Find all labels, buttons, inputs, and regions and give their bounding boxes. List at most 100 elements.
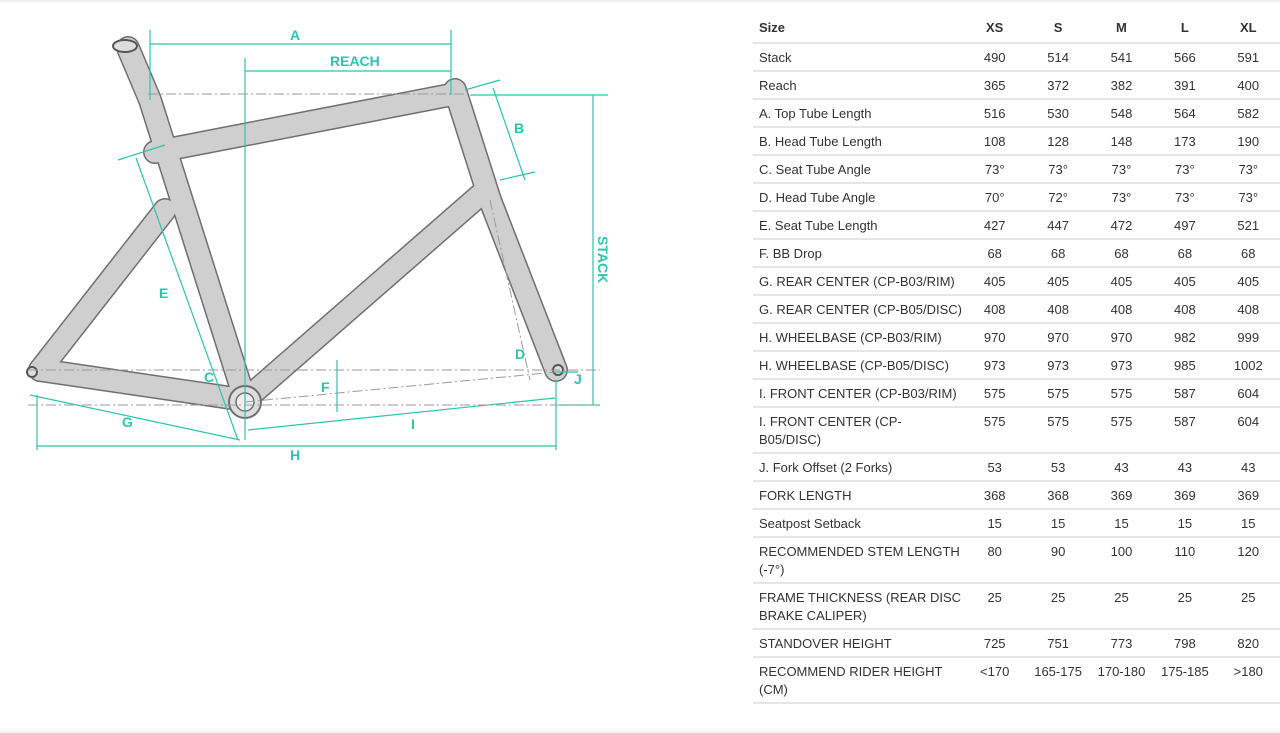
cell-value: 120	[1216, 537, 1280, 584]
cell-value: 68	[1153, 239, 1217, 268]
cell-value: 382	[1089, 71, 1154, 100]
cell-value: 604	[1216, 407, 1280, 454]
cell-value: 999	[1216, 323, 1280, 352]
cell-value: 516	[963, 99, 1027, 128]
row-label: G. REAR CENTER (CP-B05/DISC)	[753, 295, 963, 324]
cell-value: 368	[1026, 481, 1090, 510]
cell-value: 408	[1153, 295, 1217, 324]
cell-value: 587	[1153, 407, 1217, 454]
cell-value: 521	[1216, 211, 1280, 240]
cell-value: 400	[1216, 71, 1280, 100]
cell-value: 575	[1026, 379, 1090, 408]
header-l: L	[1153, 14, 1217, 44]
cell-value: 90	[1026, 537, 1090, 584]
cell-value: >180	[1216, 657, 1280, 704]
table-row: FRAME THICKNESS (REAR DISC BRAKE CALIPER…	[753, 583, 1280, 630]
cell-value: 25	[1089, 583, 1154, 630]
cell-value: 73°	[1089, 155, 1154, 184]
row-label: H. WHEELBASE (CP-B03/RIM)	[753, 323, 963, 352]
row-label: B. Head Tube Length	[753, 127, 963, 156]
cell-value: 170-180	[1089, 657, 1154, 704]
cell-value: 820	[1216, 629, 1280, 658]
cell-value: 53	[1026, 453, 1090, 482]
cell-value: 566	[1153, 43, 1217, 72]
label-b: B	[514, 120, 524, 136]
cell-value: 497	[1153, 211, 1217, 240]
cell-value: 68	[1026, 239, 1090, 268]
cell-value: 405	[1026, 267, 1090, 296]
cell-value: 751	[1026, 629, 1090, 658]
cell-value: 25	[1153, 583, 1217, 630]
dimension-lines	[29, 30, 608, 450]
cell-value: 108	[963, 127, 1027, 156]
cell-value: 15	[1089, 509, 1154, 538]
cell-value: 68	[963, 239, 1027, 268]
cell-value: 490	[963, 43, 1027, 72]
row-label: RECOMMENDED STEM LENGTH (-7°)	[753, 537, 963, 584]
cell-value: 15	[1026, 509, 1090, 538]
cell-value: 973	[963, 351, 1027, 380]
cell-value: 973	[1026, 351, 1090, 380]
row-label: G. REAR CENTER (CP-B03/RIM)	[753, 267, 963, 296]
frame-geometry-diagram: A REACH B STACK C D E F G H I J	[26, 27, 611, 463]
cell-value: 100	[1089, 537, 1154, 584]
bike-frame	[26, 36, 568, 419]
cell-value: 970	[1089, 323, 1154, 352]
cell-value: 973	[1089, 351, 1154, 380]
cell-value: 80	[963, 537, 1027, 584]
cell-value: 530	[1026, 99, 1090, 128]
cell-value: 73°	[1153, 183, 1217, 212]
cell-value: 128	[1026, 127, 1090, 156]
cell-value: 372	[1026, 71, 1090, 100]
cell-value: 175-185	[1153, 657, 1217, 704]
row-label: H. WHEELBASE (CP-B05/DISC)	[753, 351, 963, 380]
row-label: E. Seat Tube Length	[753, 211, 963, 240]
label-f: F	[321, 379, 330, 395]
cell-value: 575	[1089, 379, 1154, 408]
label-e: E	[159, 285, 168, 301]
cell-value: 1002	[1216, 351, 1280, 380]
header-m: M	[1089, 14, 1154, 44]
row-label: FRAME THICKNESS (REAR DISC BRAKE CALIPER…	[753, 583, 963, 630]
cell-value: 427	[963, 211, 1027, 240]
row-label: D. Head Tube Angle	[753, 183, 963, 212]
cell-value: 604	[1216, 379, 1280, 408]
cell-value: 970	[963, 323, 1027, 352]
cell-value: 798	[1153, 629, 1217, 658]
cell-value: 73°	[1089, 183, 1154, 212]
cell-value: 15	[1153, 509, 1217, 538]
cell-value: 575	[963, 379, 1027, 408]
row-label: I. FRONT CENTER (CP-B05/DISC)	[753, 407, 963, 454]
row-label: Stack	[753, 43, 963, 72]
cell-value: 70°	[963, 183, 1027, 212]
cell-value: 15	[1216, 509, 1280, 538]
label-stack: STACK	[595, 236, 611, 283]
cell-value: 72°	[1026, 183, 1090, 212]
header-xl: XL	[1216, 14, 1280, 44]
cell-value: 725	[963, 629, 1027, 658]
cell-value: 541	[1089, 43, 1154, 72]
cell-value: 369	[1089, 481, 1154, 510]
cell-value: 73°	[1216, 155, 1280, 184]
header-s: S	[1026, 14, 1090, 44]
cell-value: 575	[1089, 407, 1154, 454]
cell-value: 391	[1153, 71, 1217, 100]
row-label: A. Top Tube Length	[753, 99, 963, 128]
cell-value: 68	[1089, 239, 1154, 268]
cell-value: 408	[1216, 295, 1280, 324]
cell-value: 773	[1089, 629, 1154, 658]
cell-value: 73°	[1216, 183, 1280, 212]
